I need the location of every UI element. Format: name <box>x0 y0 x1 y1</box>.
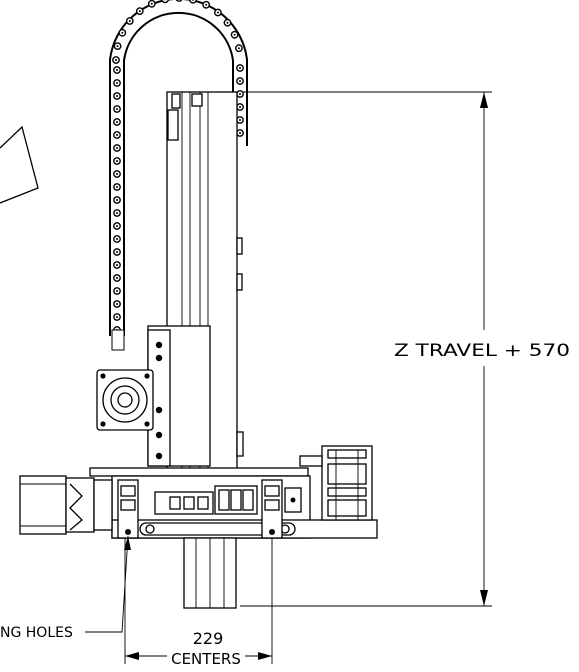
chain-link <box>189 0 197 4</box>
chain-link-pin <box>237 47 240 50</box>
chain-link-pin <box>239 106 241 108</box>
chain-link-pin <box>116 238 118 240</box>
chain-link-pin <box>116 316 118 318</box>
base-assembly <box>89 467 378 539</box>
chain-link-pin <box>138 10 141 13</box>
chain-link-pin <box>116 121 118 123</box>
chain-link-pin <box>116 45 119 48</box>
side-motor <box>19 475 113 535</box>
chain-link-pin <box>116 108 118 110</box>
chain-band-inner <box>111 0 246 336</box>
chain-link-pin <box>239 119 241 121</box>
chain-link-pin <box>239 132 241 134</box>
chain-link-pin <box>116 173 118 175</box>
chain-link <box>175 0 183 2</box>
holes-label: NG HOLES <box>0 625 73 641</box>
carriage <box>147 325 211 467</box>
chain-link-pin <box>192 0 194 1</box>
chain-link-pin <box>116 212 118 214</box>
right-connector-block <box>299 445 373 521</box>
chain-link-pin <box>116 82 118 84</box>
chain-link-pin <box>216 11 219 14</box>
chain-link-pin <box>239 80 241 82</box>
chain-link-pin <box>226 21 229 24</box>
chain-link-pin <box>116 95 118 97</box>
z-travel-dimension <box>240 91 492 607</box>
chain-link-pin <box>205 3 208 6</box>
chain-link-pin <box>121 31 124 34</box>
holes-leader <box>85 535 131 633</box>
section-marker <box>0 125 39 204</box>
chain-link-pin <box>116 264 118 266</box>
chain-link-pin <box>116 251 118 253</box>
chain-link-pin <box>116 277 118 279</box>
chain-link-pin <box>239 67 241 69</box>
z-travel-label: Z TRAVEL + 570 <box>394 341 570 361</box>
chain-link-pin <box>116 199 118 201</box>
chain-link-pin <box>116 69 118 71</box>
chain-link <box>161 0 169 4</box>
lower-extrusion <box>183 537 237 609</box>
chain-link-pin <box>233 33 236 36</box>
chain-link-pin <box>116 290 118 292</box>
chain-link-pin <box>116 160 118 162</box>
chain-link-pin <box>150 2 153 5</box>
chain-link-pin <box>128 20 131 22</box>
chain-end-bracket <box>111 329 125 351</box>
centers-label: CENTERS <box>171 650 241 668</box>
chain-link-pin <box>116 186 118 188</box>
chain-link-pin <box>116 134 118 136</box>
cable-chain <box>109 0 248 351</box>
chain-link-pin <box>115 59 117 61</box>
chain-link-pin <box>116 303 118 305</box>
chain-link-pin <box>239 93 241 95</box>
chain-link-pin <box>116 147 118 149</box>
gearbox-motor <box>96 369 154 431</box>
chain-link-pin <box>116 225 118 227</box>
centers-value: 229 <box>193 629 224 648</box>
